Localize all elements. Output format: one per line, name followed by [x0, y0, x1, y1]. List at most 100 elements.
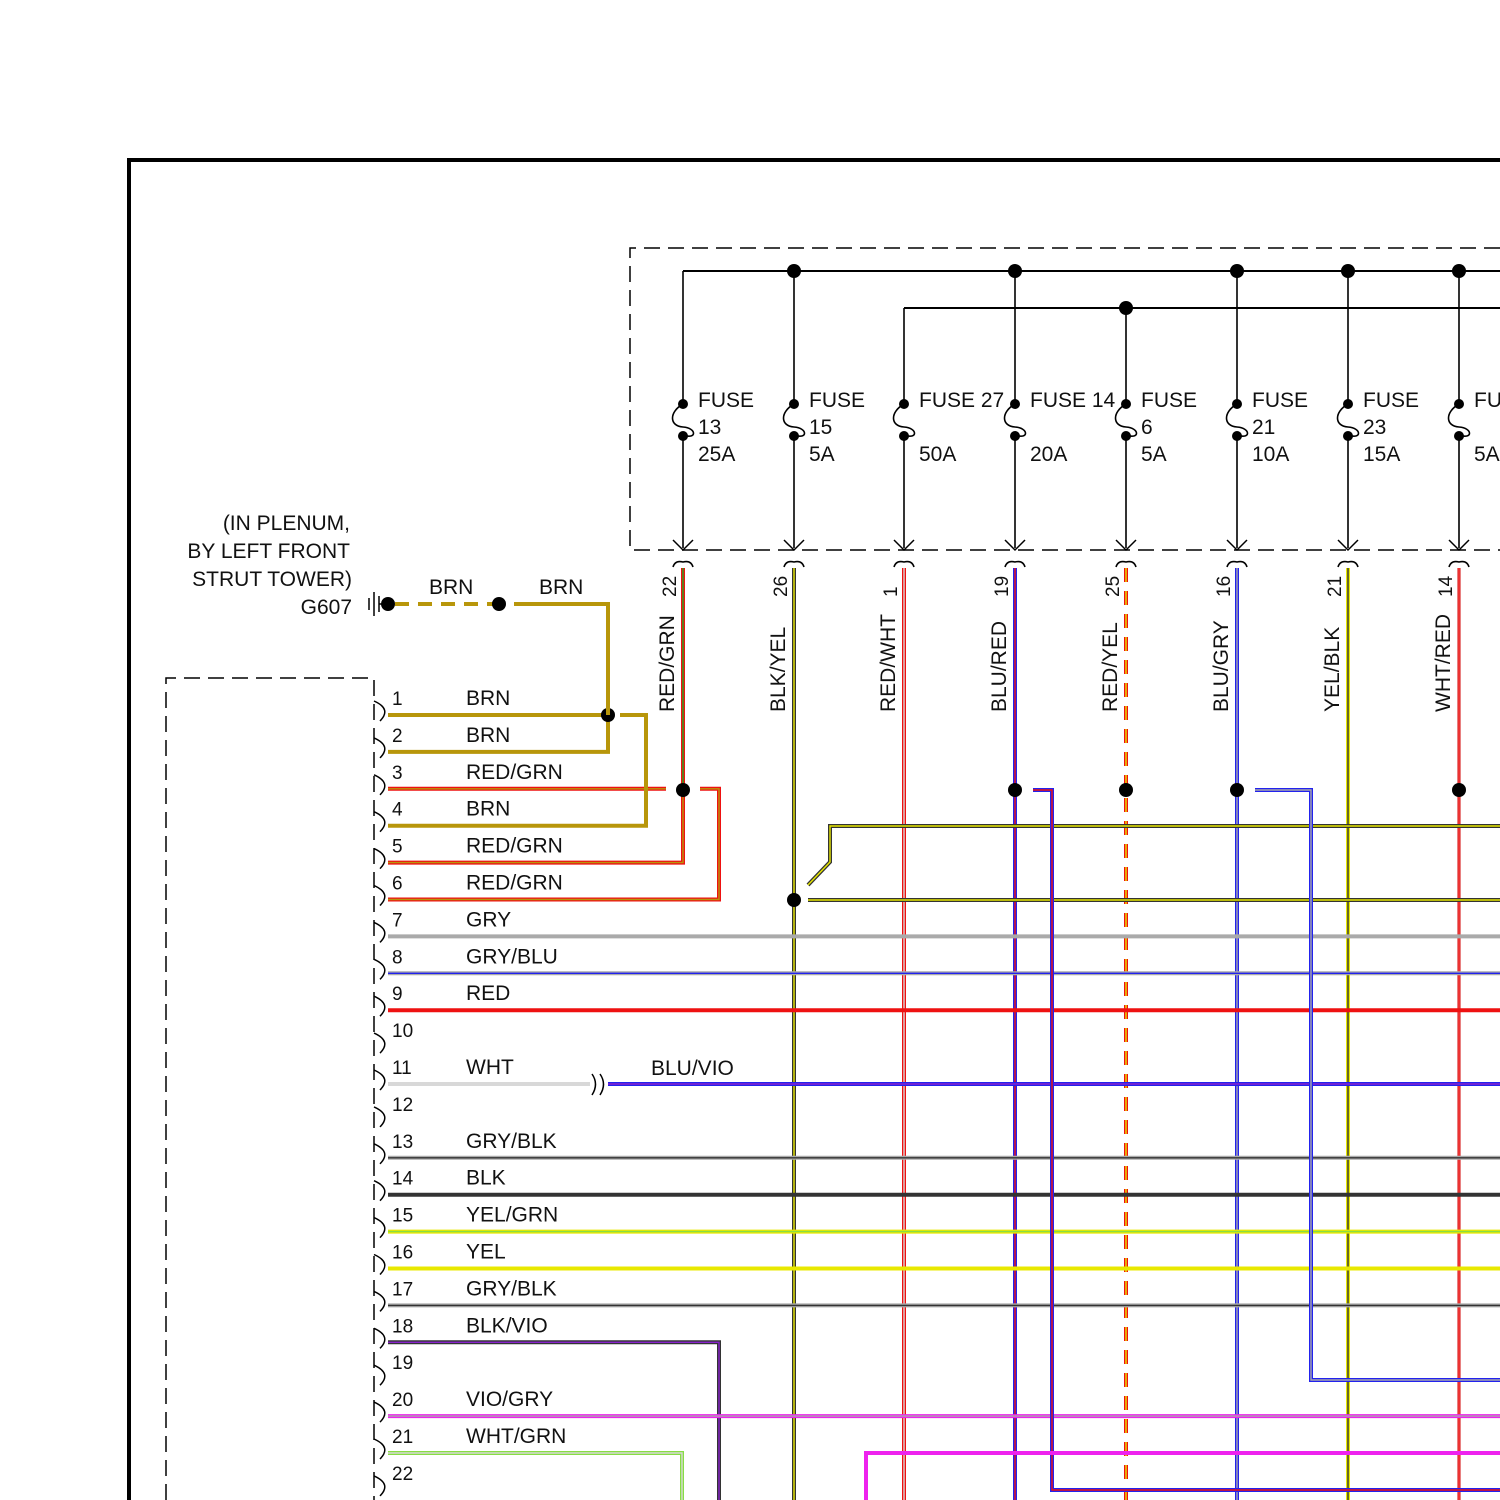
fuse-rating: 25A — [698, 443, 735, 466]
pin-terminal-icon — [374, 849, 385, 869]
pin-wire-color: YEL — [466, 1241, 506, 1264]
pin-number: 19 — [392, 1353, 413, 1374]
fuse-rating: 5A — [1141, 443, 1167, 466]
pin-terminal-icon — [374, 812, 385, 832]
fuse-rating: 10A — [1252, 443, 1289, 466]
bus-drop-group — [683, 264, 1466, 404]
pin-number: 5 — [392, 837, 403, 858]
pin-terminal-icon — [374, 738, 385, 758]
cavity-socket-icon — [1338, 562, 1358, 567]
pin-number: 13 — [392, 1132, 413, 1153]
pin-number: 8 — [392, 947, 403, 968]
pin-number: 18 — [392, 1316, 413, 1337]
wire-pin21 — [388, 1453, 682, 1500]
pin-terminal-icon — [374, 1291, 385, 1311]
fuse-rating: 5A — [809, 443, 835, 466]
pin-number: 14 — [392, 1169, 414, 1190]
cavity-socket-icon — [1116, 562, 1136, 567]
splice-wht-red — [1452, 783, 1466, 797]
pin-wire-color: YEL/GRN — [466, 1204, 558, 1227]
blu-red-branch-stripe — [1033, 790, 1500, 1490]
pin-wire-color: VIO/GRY — [466, 1388, 553, 1411]
blk-yel-branch-upper-stripe — [808, 826, 1500, 885]
pin-terminal-icon — [374, 1181, 385, 1201]
pin-wire-color: BRN — [466, 687, 510, 710]
pin-number: 9 — [392, 984, 403, 1005]
pin-terminal-icon — [374, 1107, 385, 1127]
ground-location-line2: BY LEFT FRONT — [187, 540, 350, 563]
pin-terminal-icon — [374, 701, 385, 721]
ground-location-line1: (IN PLENUM, — [223, 512, 350, 535]
pin-wire-color: GRY/BLK — [466, 1130, 557, 1153]
bus-junction-dot — [1452, 264, 1466, 278]
pin-number: 20 — [392, 1390, 413, 1411]
pin-number: 17 — [392, 1279, 413, 1300]
splice-blu-red — [1008, 783, 1022, 797]
pin-wire-color: GRY — [466, 908, 511, 931]
pin-terminal-icon — [374, 886, 385, 906]
pin-wire-color: BRN — [466, 798, 510, 821]
pin-terminal-icon — [374, 775, 385, 795]
bus-junction-dot — [787, 264, 801, 278]
splice-group — [601, 708, 1466, 907]
cavity-socket-icon — [894, 562, 914, 567]
pin-wire-color: WHT — [466, 1056, 514, 1079]
pin-number: 4 — [392, 800, 403, 821]
inline-wire-color-label: BLU/VIO — [651, 1057, 734, 1080]
pin-wire-color: RED/GRN — [466, 835, 563, 858]
fuse-number: 6 — [1141, 416, 1153, 439]
inline-connector-icon — [592, 1074, 604, 1095]
pin-number: 15 — [392, 1206, 413, 1227]
pin-number: 3 — [392, 763, 403, 784]
fuse-wire-color: BLU/GRY — [1210, 620, 1233, 712]
pin-wire-color: BLK — [466, 1167, 506, 1190]
cavity-number: 14 — [1436, 575, 1457, 597]
cavity-number: 25 — [1103, 576, 1124, 597]
bus-junction-dot — [1119, 301, 1133, 315]
ground-wire-label-right: BRN — [539, 576, 583, 599]
blu-red-branch — [1033, 790, 1500, 1490]
pin-wire-color: WHT/GRN — [466, 1425, 566, 1448]
pin-number: 1 — [392, 689, 403, 710]
fuse-wire-color: BLK/YEL — [767, 627, 790, 712]
fuse-number: 13 — [698, 416, 721, 439]
splice-blu-gry — [1230, 783, 1244, 797]
pin-terminal-icon — [374, 1218, 385, 1238]
pin-terminal-icon — [374, 1439, 385, 1459]
pin-wire-color: RED/GRN — [466, 872, 563, 895]
cavity-number: 21 — [1325, 576, 1346, 597]
fuse-number: 21 — [1252, 416, 1275, 439]
cavity-socket-icon — [1005, 562, 1025, 567]
pin-wire-color: GRY/BLU — [466, 945, 558, 968]
fuse-wire-color: BLU/RED — [988, 621, 1011, 712]
pin-wire-color: GRY/BLK — [466, 1277, 557, 1300]
pin-terminal-icon — [374, 1476, 385, 1496]
splice-blk-yel — [787, 893, 801, 907]
cavity-socket-icon — [1449, 562, 1469, 567]
ground-wire-label-left: BRN — [429, 576, 473, 599]
pin-terminal-icon — [374, 1144, 385, 1164]
pin-terminal-icon — [374, 1328, 385, 1348]
pin-terminal-icon — [374, 959, 385, 979]
diagram-frame — [129, 160, 1500, 1500]
pin-number: 21 — [392, 1427, 413, 1448]
cavity-number: 19 — [992, 576, 1013, 597]
fuse-number: 23 — [1363, 416, 1386, 439]
bus-junction-dot — [1008, 264, 1022, 278]
fuse-rating: 20A — [1030, 443, 1067, 466]
fuse-label: FU — [1474, 389, 1500, 412]
cavity-socket-icon — [1227, 562, 1247, 567]
fuse-wire-color: WHT/RED — [1432, 614, 1455, 712]
fuse-label: FUSE — [809, 389, 865, 412]
pin-number: 6 — [392, 874, 403, 895]
pin-wire-color: BLK/VIO — [466, 1314, 548, 1337]
splice-red-grn — [676, 783, 690, 797]
pin-number: 11 — [392, 1058, 412, 1079]
pin-number: 16 — [392, 1243, 413, 1264]
pin-terminal-icon — [374, 1402, 385, 1422]
fuse-wire-color: RED/YEL — [1099, 622, 1122, 712]
pin-number: 10 — [392, 1021, 413, 1042]
cavity-number: 16 — [1214, 576, 1235, 597]
pin-terminal-icon — [374, 1033, 385, 1053]
